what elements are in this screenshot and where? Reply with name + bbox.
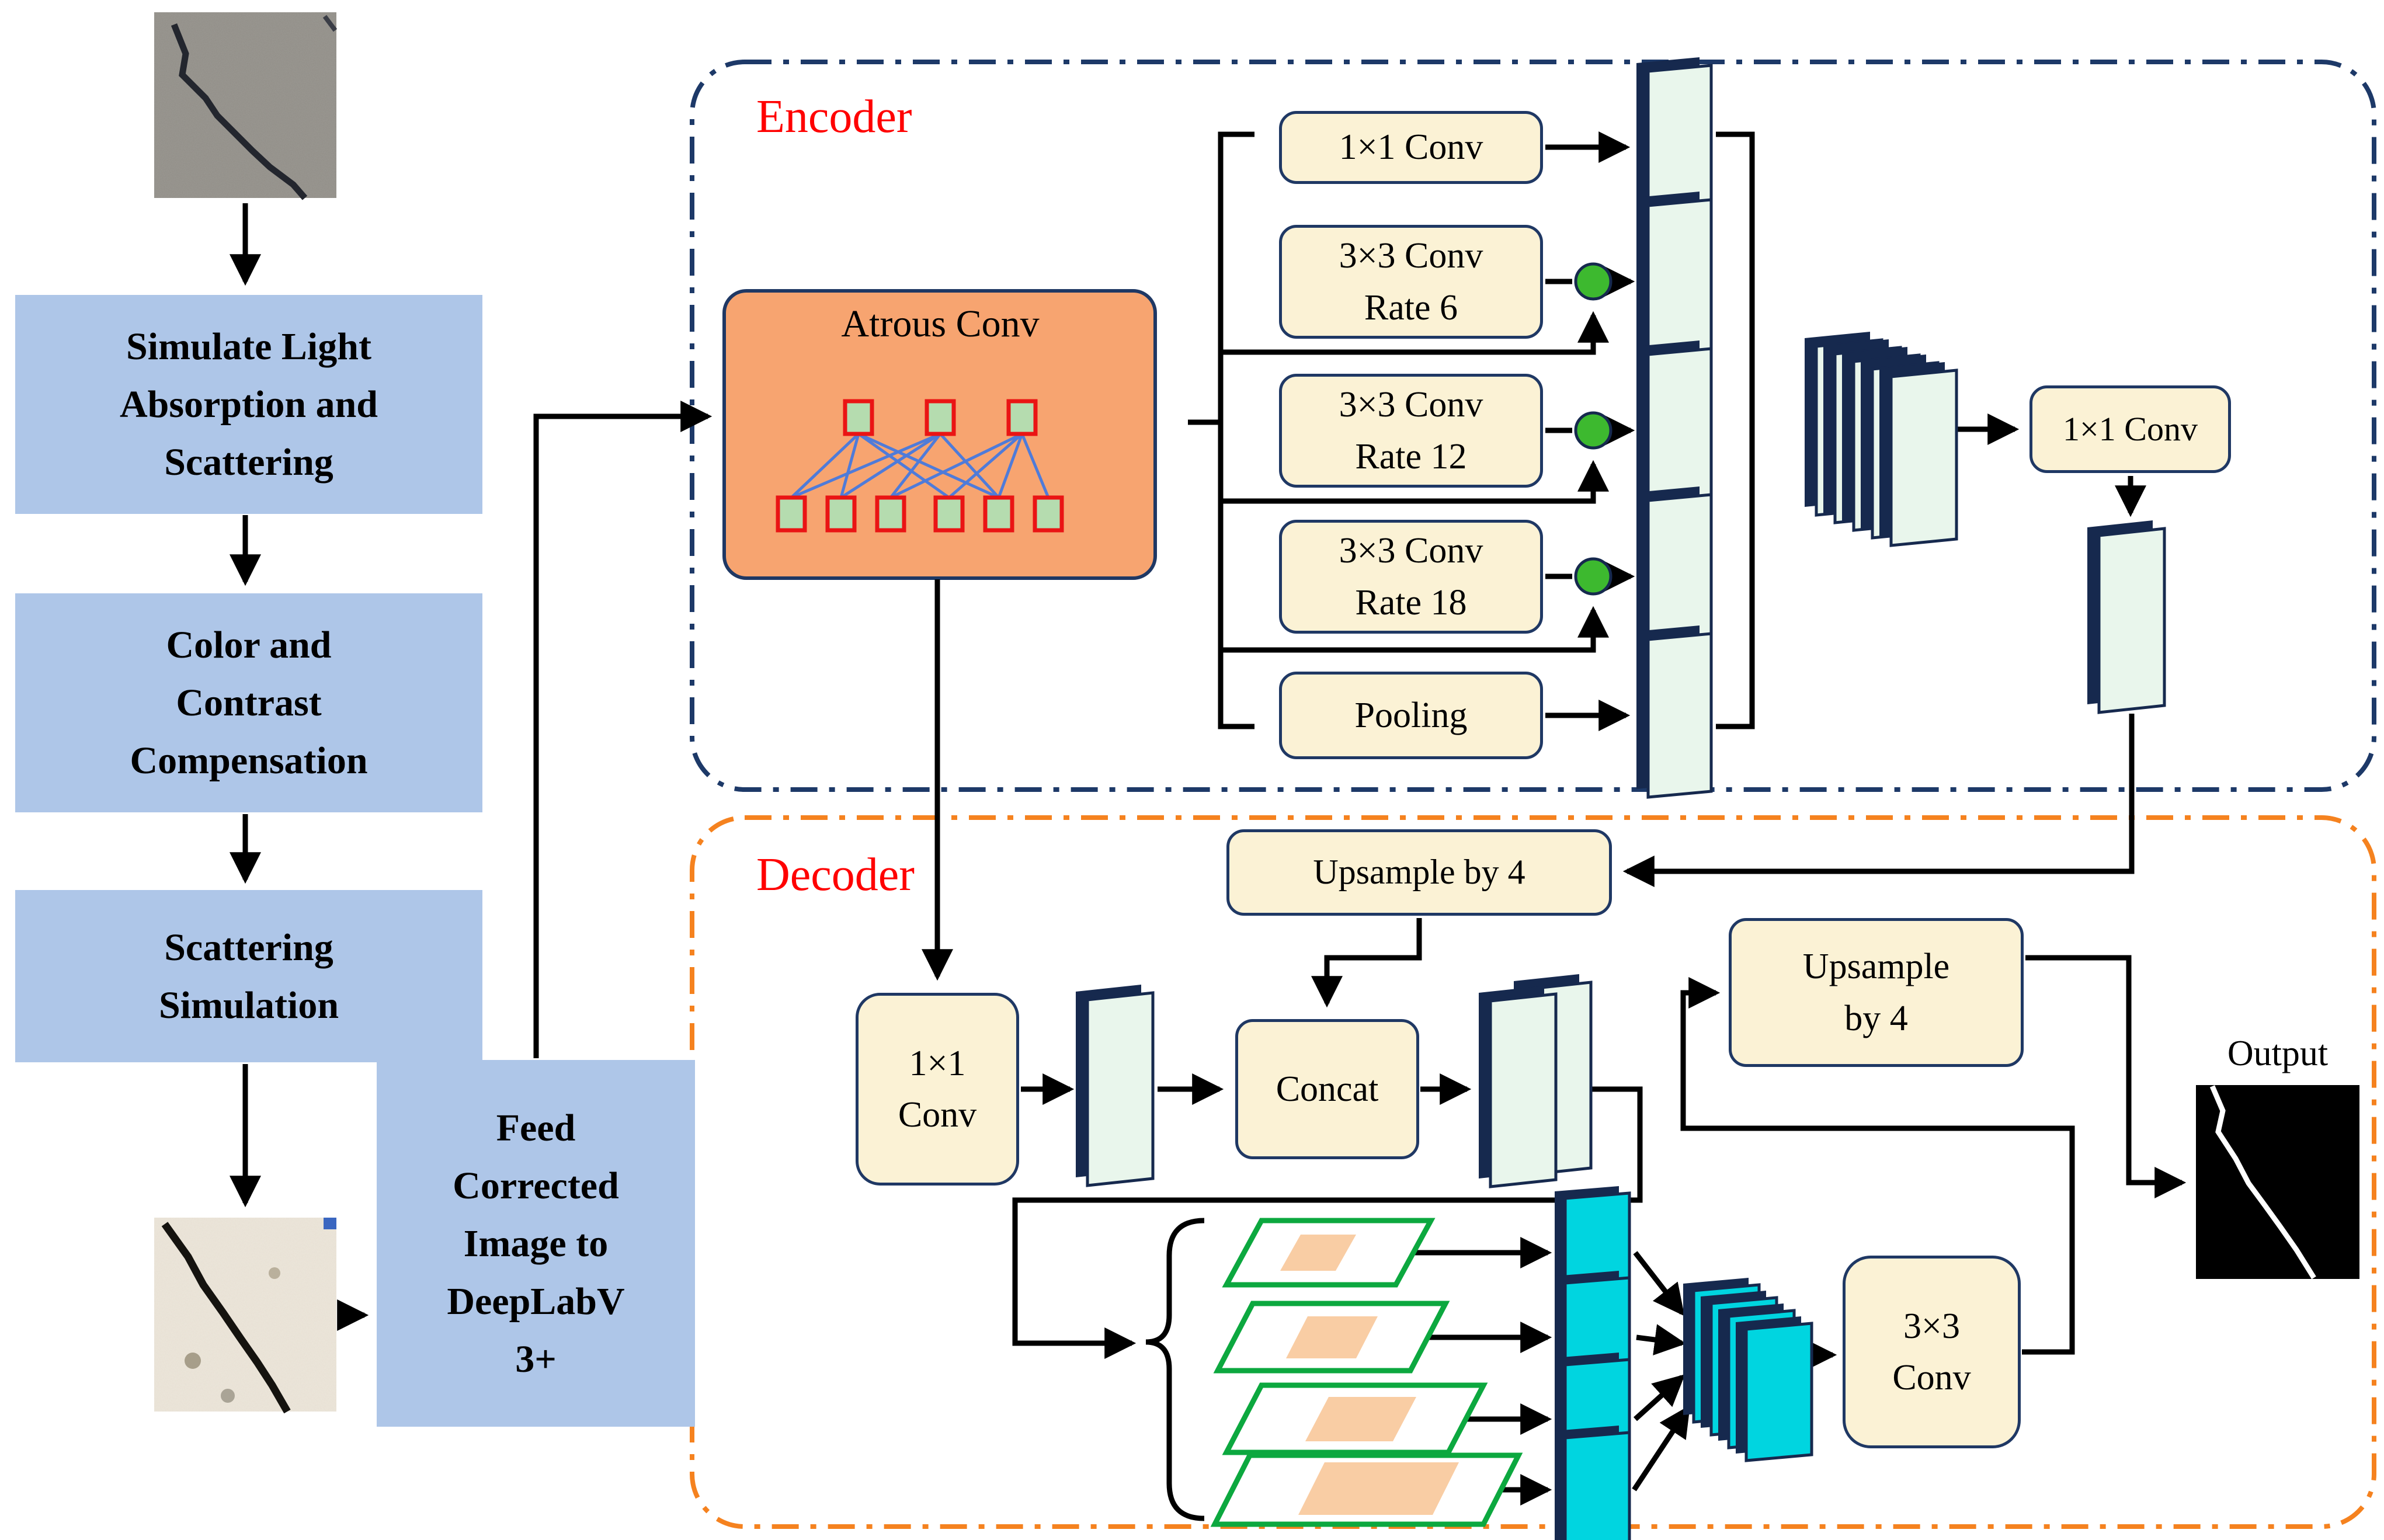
atrous-conv-block bbox=[722, 289, 1157, 580]
scale-level bbox=[1222, 1218, 1436, 1288]
patch bbox=[1286, 1316, 1378, 1358]
decoder-1x1-conv: 1×1 Conv bbox=[856, 993, 1019, 1186]
upsample-to-concat-line bbox=[1311, 918, 1422, 1008]
arrow bbox=[1632, 1405, 1690, 1492]
crack-mark bbox=[2209, 1085, 2316, 1280]
aspp-feature-maps bbox=[1636, 57, 1711, 797]
aspp-3x3-rate6: 3×3 Conv Rate 6 bbox=[1279, 225, 1543, 339]
encoder-to-upsample-line bbox=[1622, 714, 2135, 887]
feature-map bbox=[1879, 362, 1956, 545]
crack-mark bbox=[171, 23, 308, 200]
conv-to-upsample-line bbox=[1680, 977, 2075, 1355]
rate6-circle bbox=[1574, 262, 1612, 301]
aspp-3x3-rate18: 3×3 Conv Rate 18 bbox=[1279, 520, 1543, 634]
rate12-skip-line bbox=[1221, 460, 1609, 504]
projected-feature-map bbox=[2087, 520, 2164, 712]
encoder-stacked-maps bbox=[1805, 332, 1956, 545]
step-feed-deeplab: Feed Corrected Image to DeepLabV 3+ bbox=[377, 1060, 695, 1427]
arrow bbox=[1633, 1374, 1686, 1421]
crack-mark bbox=[161, 1222, 291, 1414]
pyramid-scales bbox=[1210, 1218, 1523, 1527]
decoder-concat: Concat bbox=[1235, 1019, 1419, 1159]
step-simulate-light: Simulate Light Absorption and Scattering bbox=[15, 295, 482, 514]
upsample-to-output-line bbox=[2025, 955, 2187, 1198]
encoder-projection-1x1-conv: 1×1 Conv bbox=[2029, 385, 2231, 473]
scale-level bbox=[1222, 1382, 1488, 1455]
output-label: Output bbox=[2227, 1033, 2329, 1073]
feature-map bbox=[1636, 192, 1711, 363]
decoder-upsample-by-4: Upsample by 4 bbox=[1226, 829, 1612, 916]
rate-circles bbox=[1574, 262, 1612, 596]
aspp-1x1-conv: 1×1 Conv bbox=[1279, 111, 1543, 184]
aspp-left-bracket bbox=[1218, 131, 1254, 729]
decoder-concat-maps bbox=[1479, 974, 1591, 1187]
patch bbox=[1298, 1462, 1459, 1515]
feature-map bbox=[1736, 1316, 1812, 1461]
decoder-low-level-map bbox=[1076, 985, 1153, 1186]
input-photo bbox=[154, 12, 338, 200]
concat-to-pyramid-line bbox=[1012, 1086, 1643, 1359]
feature-map bbox=[1555, 1426, 1629, 1540]
rate12-circle bbox=[1574, 411, 1612, 450]
decoder-container bbox=[690, 815, 2376, 1529]
feed-to-atrous-line bbox=[533, 401, 713, 1058]
step-scattering-simulation: Scattering Simulation bbox=[15, 890, 482, 1062]
atrous-nodes bbox=[776, 399, 1064, 533]
arrow bbox=[1633, 1251, 1685, 1316]
decoder-section-label: Decoder bbox=[756, 849, 915, 901]
fused-cyan-stack bbox=[1683, 1278, 1812, 1461]
scale-level bbox=[1210, 1452, 1523, 1527]
rate18-skip-line bbox=[1221, 606, 1609, 653]
feature-map bbox=[1636, 340, 1711, 512]
atrous-links bbox=[790, 432, 1050, 499]
decoder-3x3-conv: 3×3 Conv bbox=[1843, 1256, 2021, 1448]
feature-map bbox=[1479, 986, 1556, 1187]
patch bbox=[1305, 1397, 1416, 1441]
aspp-3x3-rate12: 3×3 Conv Rate 12 bbox=[1279, 374, 1543, 488]
feature-map bbox=[1636, 625, 1711, 797]
maps-right-bracket bbox=[1716, 131, 1755, 729]
atrous-conv-title: Atrous Conv bbox=[841, 303, 1040, 345]
rate18-circle bbox=[1574, 557, 1612, 596]
corrected-photo bbox=[154, 1218, 336, 1414]
patch bbox=[1280, 1235, 1356, 1271]
aspp-pooling: Pooling bbox=[1279, 672, 1543, 759]
connectors bbox=[230, 131, 2187, 1506]
encoder-section-label: Encoder bbox=[756, 91, 912, 142]
step-color-contrast: Color and Contrast Compensation bbox=[15, 593, 482, 812]
pyramid-brace bbox=[1145, 1218, 1205, 1521]
decoder-upsample-by-4-right: Upsample by 4 bbox=[1729, 918, 2024, 1067]
arrow bbox=[1636, 1324, 1687, 1355]
output-mask-image bbox=[2196, 1085, 2359, 1280]
rate6-skip-line bbox=[1221, 311, 1609, 355]
scale-level bbox=[1213, 1301, 1450, 1374]
pyramid-feature-maps bbox=[1555, 1186, 1629, 1540]
